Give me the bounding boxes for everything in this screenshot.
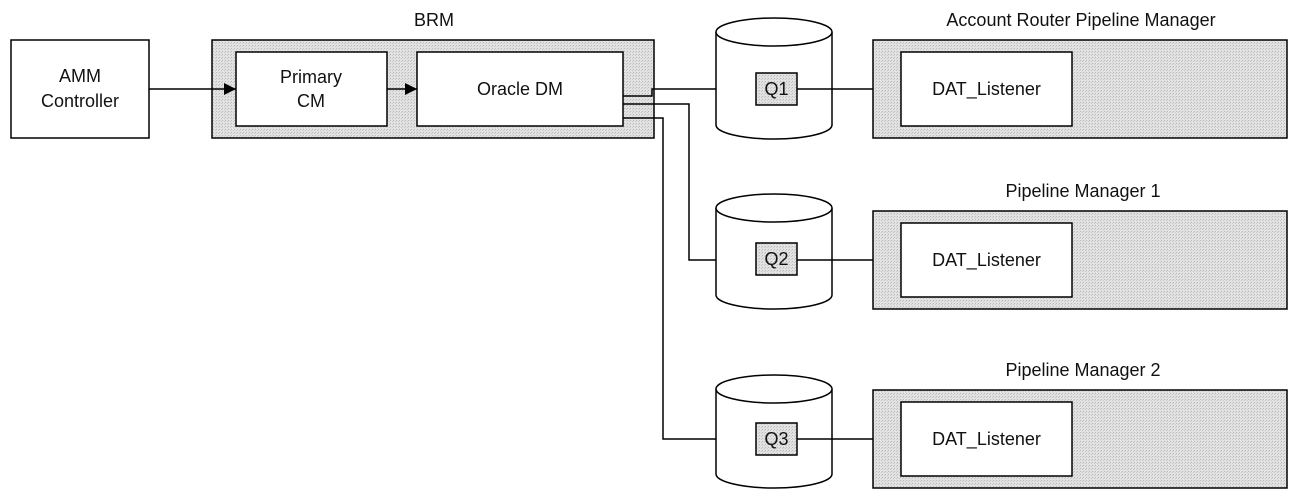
queue-cylinder-3: Q3	[715, 374, 833, 489]
queue-label-q1: Q1	[764, 79, 788, 99]
brm-title: BRM	[414, 10, 454, 30]
oracle-dm-node: Oracle DM	[416, 51, 624, 127]
pipeline-group-manager-1: Pipeline Manager 1 DAT_Listener	[872, 181, 1288, 310]
dat-listener-label-3: DAT_Listener	[932, 429, 1041, 450]
arrow-oracle-dm-to-q1	[623, 83, 755, 97]
queue-label-q3: Q3	[764, 429, 788, 449]
primary-cm-node: Primary CM	[235, 51, 388, 127]
queue-cylinder-1: Q1	[715, 17, 833, 140]
pipeline-title-manager-1: Pipeline Manager 1	[1005, 181, 1160, 201]
pipeline-group-account-router: Account Router Pipeline Manager DAT_List…	[872, 10, 1288, 139]
brm-group: BRM Primary CM Oracle DM	[211, 10, 655, 139]
oracle-dm-label: Oracle DM	[477, 79, 563, 99]
amm-controller-label-line1: AMM	[59, 66, 101, 86]
dat-listener-label-1: DAT_Listener	[932, 79, 1041, 100]
pipeline-title-account-router: Account Router Pipeline Manager	[946, 10, 1215, 30]
dat-listener-label-2: DAT_Listener	[932, 250, 1041, 271]
primary-cm-label-line1: Primary	[280, 67, 342, 87]
primary-cm-label-line2: CM	[297, 91, 325, 111]
pipeline-group-manager-2: Pipeline Manager 2 DAT_Listener	[872, 360, 1288, 489]
amm-controller-label-line2: Controller	[41, 91, 119, 111]
queue-label-q2: Q2	[764, 249, 788, 269]
queue-cylinder-2: Q2	[715, 193, 833, 310]
pipeline-title-manager-2: Pipeline Manager 2	[1005, 360, 1160, 380]
arrow-oracle-dm-to-q3	[623, 117, 755, 445]
amm-controller-node: AMM Controller	[10, 39, 150, 139]
